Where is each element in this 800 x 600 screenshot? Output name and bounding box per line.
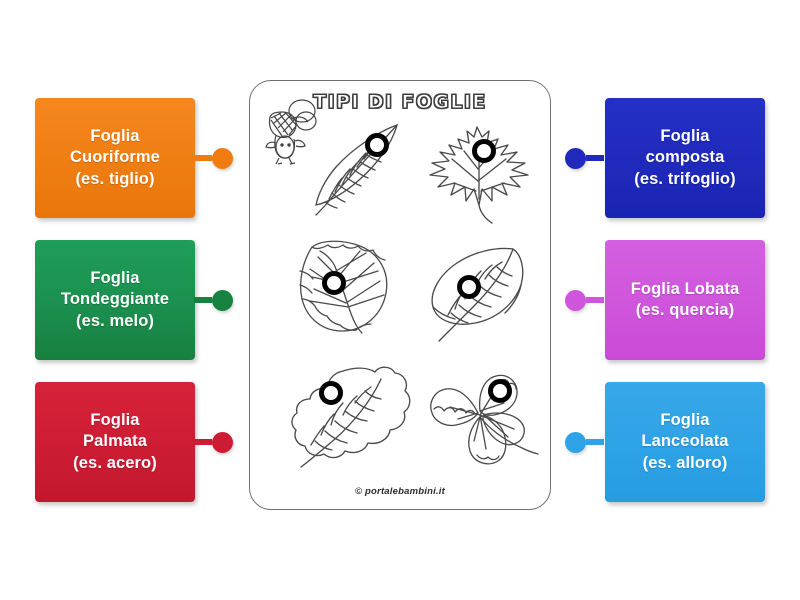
label-card-foglia-lobata[interactable]: Foglia Lobata (es. quercia) [605, 240, 765, 360]
label-card-text: Foglia Palmata (es. acero) [41, 410, 189, 473]
panel-title: TIPI DI FOGLIE [313, 90, 487, 113]
label-card-foglia-cuoriforme[interactable]: Foglia Cuoriforme (es. tiglio) [35, 98, 195, 218]
connector-stem [194, 297, 212, 303]
label-line-1: Foglia [90, 127, 140, 146]
label-line-2: Lanceolata [641, 432, 729, 451]
label-line-1: Foglia [660, 127, 710, 146]
connector-foglia-tondeggiante[interactable] [194, 289, 233, 311]
oak-leaf-drawing[interactable] [285, 363, 420, 473]
label-card-text: Foglia Lanceolata (es. alloro) [611, 410, 759, 473]
marker-icon-middle-right [457, 275, 481, 299]
connector-stem [586, 439, 604, 445]
round-leaf-drawing[interactable] [290, 233, 410, 353]
label-line-1: Foglia [90, 269, 140, 288]
lanceolate-leaf-drawing[interactable] [302, 117, 412, 227]
label-card-text: Foglia composta (es. trifoglio) [611, 126, 759, 189]
label-line-3: (es. melo) [75, 311, 155, 330]
label-line-2: (es. quercia) [635, 301, 735, 319]
label-line-3: (es. tiglio) [75, 169, 155, 188]
marker-icon-middle-left [322, 271, 346, 295]
connector-dot[interactable] [212, 431, 233, 453]
connector-foglia-cuoriforme[interactable] [194, 147, 233, 169]
label-line-2: Cuoriforme [70, 148, 160, 167]
connector-foglia-lanceolata[interactable] [565, 431, 604, 453]
label-line-1: Foglia [90, 411, 140, 430]
connector-foglia-composta[interactable] [565, 147, 604, 169]
connector-foglia-palmata[interactable] [194, 431, 233, 453]
heart-leaf-drawing[interactable] [415, 241, 540, 356]
label-line-1: Foglia [660, 411, 710, 430]
label-card-foglia-palmata[interactable]: Foglia Palmata (es. acero) [35, 382, 195, 502]
connector-foglia-lobata[interactable] [565, 289, 604, 311]
connector-dot[interactable] [212, 289, 233, 311]
connector-dot[interactable] [565, 289, 586, 311]
acorn-mascot-icon [265, 99, 317, 165]
connector-stem [586, 297, 604, 303]
connector-stem [586, 155, 604, 161]
label-line-2: Palmata [83, 432, 147, 451]
connector-dot[interactable] [565, 147, 586, 169]
label-line-1: Foglia Lobata [630, 279, 740, 298]
connector-dot[interactable] [565, 431, 586, 453]
panel-footer-credit: © portalebambini.it [355, 486, 445, 497]
marker-icon-bottom-left [319, 381, 343, 405]
connector-stem [194, 439, 212, 445]
label-card-text: Foglia Tondeggiante (es. melo) [41, 268, 189, 331]
leaf-diagram-panel[interactable]: TIPI DI FOGLIE [249, 80, 551, 510]
clover-leaf-drawing[interactable] [422, 369, 547, 479]
label-line-3: (es. alloro) [642, 453, 728, 472]
marker-icon-top-right [472, 139, 496, 163]
label-card-text: Foglia Cuoriforme (es. tiglio) [41, 126, 189, 189]
label-card-foglia-lanceolata[interactable]: Foglia Lanceolata (es. alloro) [605, 382, 765, 502]
maple-leaf-drawing[interactable] [422, 119, 537, 229]
label-card-foglia-tondeggiante[interactable]: Foglia Tondeggiante (es. melo) [35, 240, 195, 360]
label-line-3: (es. acero) [73, 453, 157, 472]
connector-dot[interactable] [212, 147, 233, 169]
label-card-text: Foglia Lobata (es. quercia) [611, 279, 759, 321]
marker-icon-bottom-right [488, 379, 512, 403]
connector-stem [194, 155, 212, 161]
marker-icon-top-left [365, 133, 389, 157]
label-line-2: Tondeggiante [60, 290, 170, 309]
label-line-3: (es. trifoglio) [634, 169, 736, 188]
label-card-foglia-composta[interactable]: Foglia composta (es. trifoglio) [605, 98, 765, 218]
label-line-2: composta [645, 148, 725, 167]
